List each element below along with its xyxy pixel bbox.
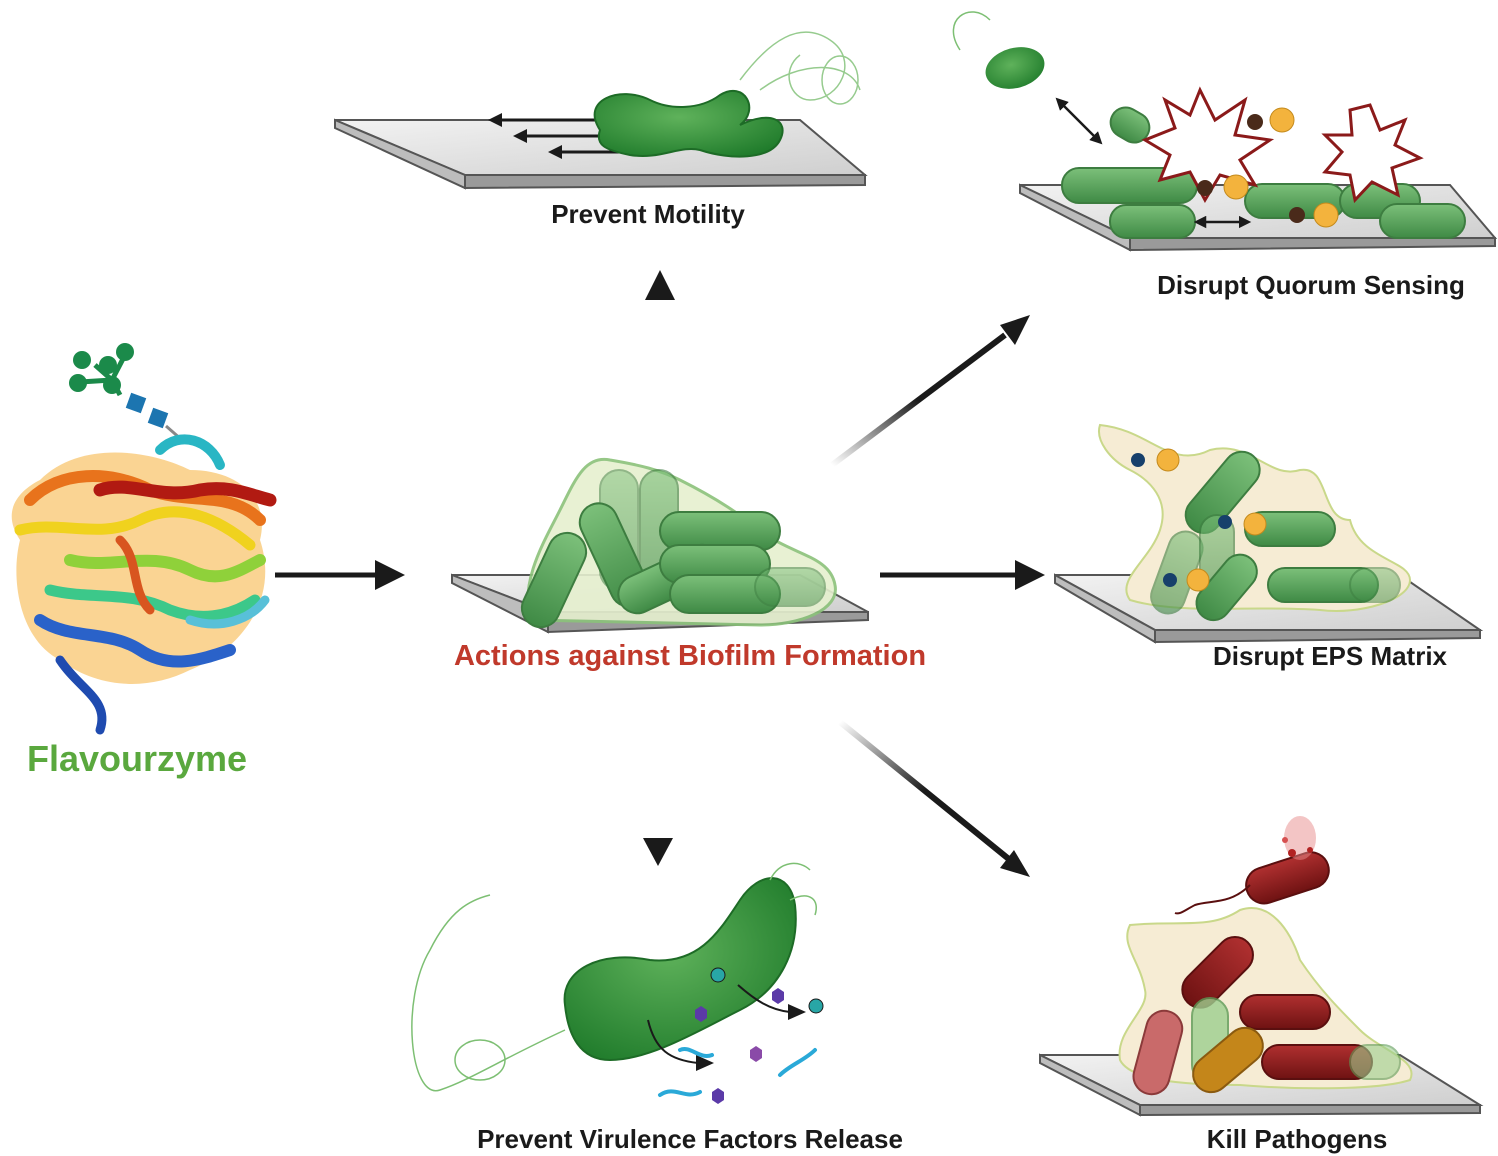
motility-label: Prevent Motility: [551, 199, 745, 229]
dead-pathogen-icon: [1039, 816, 1484, 1117]
arrow-to-eps: [880, 560, 1045, 590]
quorum-signal-icon: [952, 11, 1498, 252]
center-label: Actions against Biofilm Formation: [453, 640, 927, 672]
quorum-label: Disrupt Quorum Sensing: [1157, 270, 1465, 300]
arrow-enzyme-to-center: [275, 560, 405, 590]
eps-label: Disrupt EPS Matrix: [1212, 641, 1448, 671]
virulence-bacterium-icon: [411, 862, 824, 1104]
pathogens-label: Kill Pathogens: [1206, 1124, 1388, 1154]
arrow-to-motility: [645, 270, 675, 395]
arrow-to-quorum: [830, 315, 1030, 468]
virulence-label: Prevent Virulence Factors Release: [477, 1124, 903, 1154]
enzyme-label: Flavourzyme: [26, 738, 248, 779]
motile-bacteria-icon: [334, 31, 868, 190]
protein-ribbon-icon: [11, 343, 277, 735]
arrow-to-virulence: [643, 720, 673, 866]
arrow-to-pathogens: [838, 719, 1030, 877]
eps-matrix-icon: [1054, 423, 1484, 644]
biofilm-icon: [451, 457, 869, 634]
